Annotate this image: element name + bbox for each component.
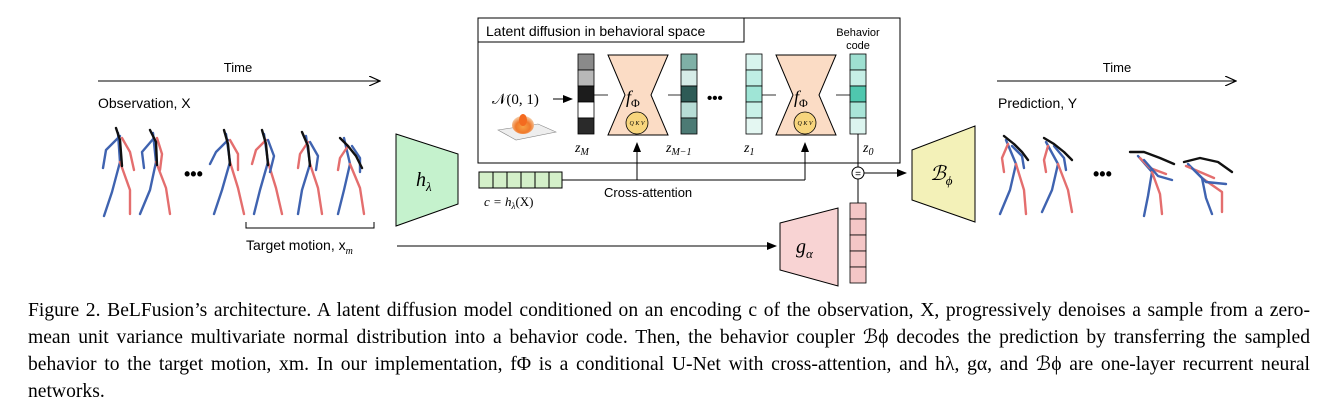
unet-f-phi-2: fΦ Q K V xyxy=(775,54,837,136)
z-1-vector xyxy=(745,53,763,135)
z-1-label: z1 xyxy=(743,141,754,158)
architecture-diagram: Time Time Observation, X Prediction, Y xyxy=(98,17,1342,287)
target-motion-bracket xyxy=(245,222,375,229)
z-0-label: z0 xyxy=(862,141,873,158)
B-phi-label: ℬϕ xyxy=(930,163,953,188)
behavior-code-label: Behavior xyxy=(836,27,880,39)
time-label-right: Time xyxy=(1103,60,1131,75)
skeleton xyxy=(1128,150,1176,218)
qkv-label-2: Q K V xyxy=(798,121,814,127)
skeleton xyxy=(208,128,246,216)
skeleton xyxy=(998,134,1030,216)
skeleton xyxy=(1040,136,1074,214)
skeleton xyxy=(138,128,172,216)
observation-skeletons xyxy=(101,126,366,218)
skeleton xyxy=(101,126,136,218)
c-vector xyxy=(478,171,563,189)
latent-box-title-tab xyxy=(477,17,745,43)
f-phi-label-1: fΦ xyxy=(626,87,640,110)
prediction-ellipsis: ••• xyxy=(1093,164,1112,184)
figure-caption: Figure 2. BeLFusion’s architecture. A la… xyxy=(28,300,1310,402)
behavior-code-label-2: code xyxy=(846,40,870,52)
g-alpha-encoder xyxy=(779,207,839,287)
observation-label: Observation, X xyxy=(98,95,191,111)
unet-f-phi-1: fΦ Q K V xyxy=(607,54,669,136)
target-motion-label: Target motion, xm xyxy=(246,237,353,257)
normal-distribution-label: 𝒩(0, 1) xyxy=(492,92,539,108)
qkv-label-1: Q K V xyxy=(630,121,646,127)
skeleton xyxy=(1182,156,1234,216)
prediction-skeletons xyxy=(998,134,1234,218)
g-alpha-label: gα xyxy=(796,236,814,261)
z-0-vector xyxy=(849,53,867,135)
B-phi-decoder xyxy=(911,125,976,223)
qkv-circle-1 xyxy=(625,111,649,135)
cross-attention-label: Cross-attention xyxy=(604,185,692,200)
h-lambda-encoder xyxy=(395,133,459,227)
z-M-1-vector xyxy=(680,53,698,135)
observation-ellipsis: ••• xyxy=(184,164,203,184)
gaussian-icon xyxy=(497,114,557,141)
z-M-1-label: zM−1 xyxy=(665,141,692,158)
h-lambda-label: hλ xyxy=(416,169,432,194)
z-M-label: zM xyxy=(574,141,589,158)
skeleton xyxy=(336,136,366,216)
latent-ellipsis: ••• xyxy=(707,90,723,107)
g-vector xyxy=(849,202,867,284)
skeleton xyxy=(250,128,284,216)
skeleton xyxy=(296,130,324,216)
f-phi-label-2: fΦ xyxy=(794,87,808,110)
concat-symbol: = xyxy=(855,169,861,180)
latent-box-title: Latent diffusion in behavioral space xyxy=(486,23,705,39)
time-label-left: Time xyxy=(224,60,252,75)
qkv-circle-2 xyxy=(793,111,817,135)
prediction-label: Prediction, Y xyxy=(998,95,1078,111)
c-equation: c = hλ(X) xyxy=(484,194,534,211)
z-M-vector xyxy=(577,53,595,135)
